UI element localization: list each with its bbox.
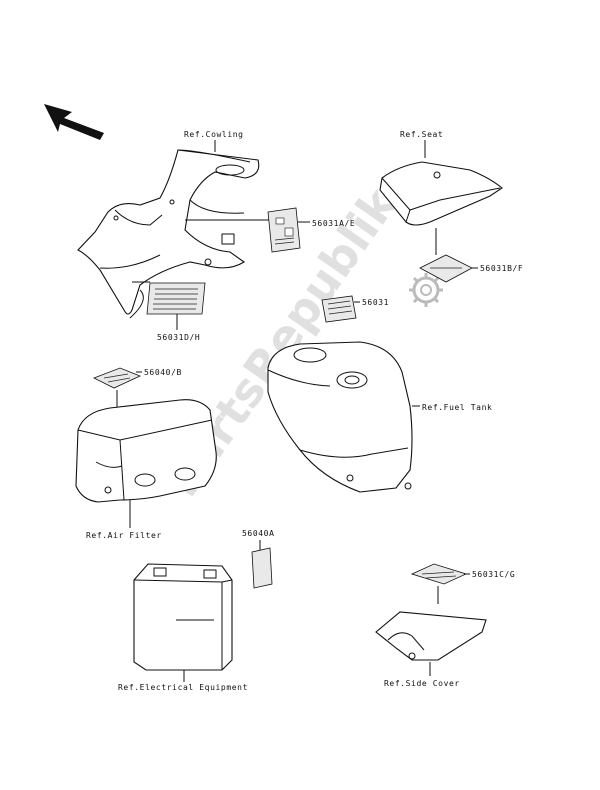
air-filter-ref-label: Ref.Air Filter xyxy=(86,531,162,540)
label-56031: 56031 xyxy=(362,298,389,307)
cowling-ref-label: Ref.Cowling xyxy=(184,130,244,139)
seat-group: Ref.Seat 56031B/F xyxy=(379,130,523,283)
warning-label-decal xyxy=(321,295,357,323)
electrical-equipment-ref-label: Ref.Electrical Equipment xyxy=(118,683,248,692)
label-56031D-H: 56031D/H xyxy=(157,333,200,342)
fuel-tank-part xyxy=(267,341,413,493)
electrical-equipment-group: Ref.Electrical Equipment 56040A xyxy=(118,529,275,692)
label-56040-B: 56040/B xyxy=(144,368,182,377)
cowling-group: Ref.Cowling 56031A/E xyxy=(77,130,355,342)
seat-part xyxy=(379,161,503,226)
cowling-part xyxy=(77,149,260,315)
gear-icon xyxy=(409,273,443,307)
side-cover-ref-label: Ref.Side Cover xyxy=(384,679,460,688)
label-56031C-G: 56031C/G xyxy=(472,570,515,579)
arrow-icon xyxy=(44,104,104,140)
battery-part xyxy=(133,563,233,671)
fuel-tank-ref-label: Ref.Fuel Tank xyxy=(422,403,492,412)
label-56031A-E: 56031A/E xyxy=(312,219,355,228)
label-56031B-F: 56031B/F xyxy=(480,264,523,273)
warning-label-decal xyxy=(93,367,142,389)
side-cover-group: 56031C/G Ref.Side Cover xyxy=(375,563,515,688)
warning-label-decal xyxy=(251,547,273,589)
air-filter-part xyxy=(75,399,217,503)
warning-label-decal xyxy=(267,207,301,253)
warning-label-decal xyxy=(410,563,468,585)
air-filter-group: 56040/B Ref.Air Filter xyxy=(75,367,217,540)
warning-label-decal xyxy=(146,282,206,315)
seat-ref-label: Ref.Seat xyxy=(400,130,443,139)
label-56040A: 56040A xyxy=(242,529,275,538)
fuel-tank-group: 56031 Ref.Fuel Tank xyxy=(267,295,492,493)
side-cover-part xyxy=(375,611,487,661)
